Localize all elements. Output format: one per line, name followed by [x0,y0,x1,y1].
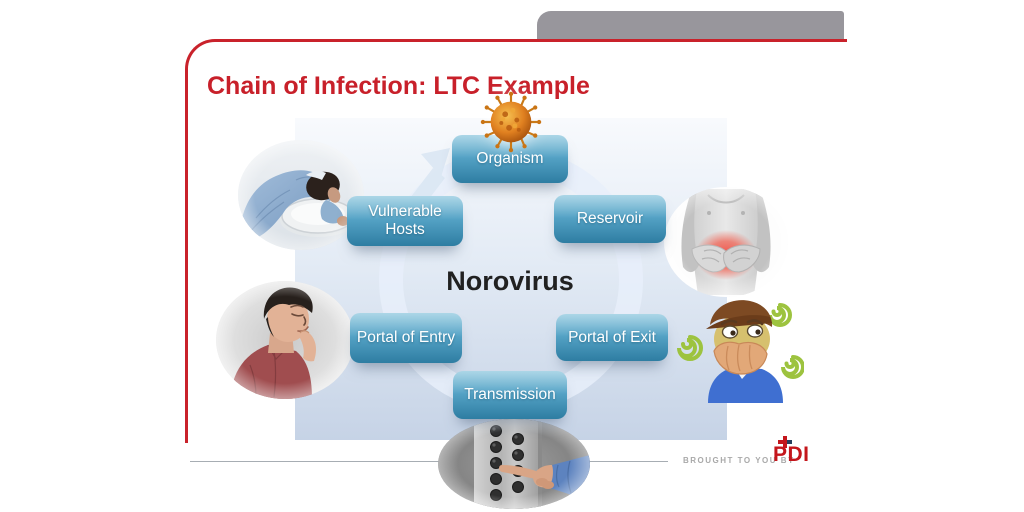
node-portal-of-exit: Portal of Exit [556,314,668,361]
node-organism: Organism [452,135,568,183]
pdi-logo: PDI [771,436,833,470]
node-portal-of-entry-label: Portal of Entry [356,329,456,347]
elevator-button-icon [438,419,590,509]
top-right-tab [537,11,844,40]
diagram-center-label: Norovirus [446,266,574,296]
footer-divider [190,461,668,462]
node-portal-of-entry: Portal of Entry [350,313,462,363]
node-transmission: Transmission [453,371,567,419]
portal-of-exit-image [676,295,804,403]
slide-red-border [185,39,847,443]
node-transmission-label: Transmission [464,386,556,404]
nauseated-man-icon [677,300,804,403]
virus-image [480,91,542,153]
reservoir-image [664,187,788,297]
virus-icon [480,91,542,153]
vulnerable-hosts-image [238,140,364,250]
stomach-pain-icon [664,187,788,297]
node-reservoir-label: Reservoir [576,210,644,228]
pdi-plus-icon [778,436,792,448]
person-vomiting-icon [238,140,364,250]
node-vulnerable-hosts: Vulnerable Hosts [347,196,463,246]
node-reservoir: Reservoir [554,195,666,243]
portal-of-entry-image [216,281,354,399]
stink-swirl-icon [677,303,804,379]
pdi-logo-text: PDI [773,443,810,466]
man-touching-mouth-icon [216,281,354,399]
node-portal-of-exit-label: Portal of Exit [568,328,656,346]
transmission-image [438,419,590,509]
node-organism-label: Organism [476,150,544,168]
footer-tagline: BROUGHT TO YOU BY [683,456,795,465]
node-vulnerable-hosts-label: Vulnerable Hosts [368,203,442,238]
slide-title: Chain of Infection: LTC Example [207,71,590,100]
